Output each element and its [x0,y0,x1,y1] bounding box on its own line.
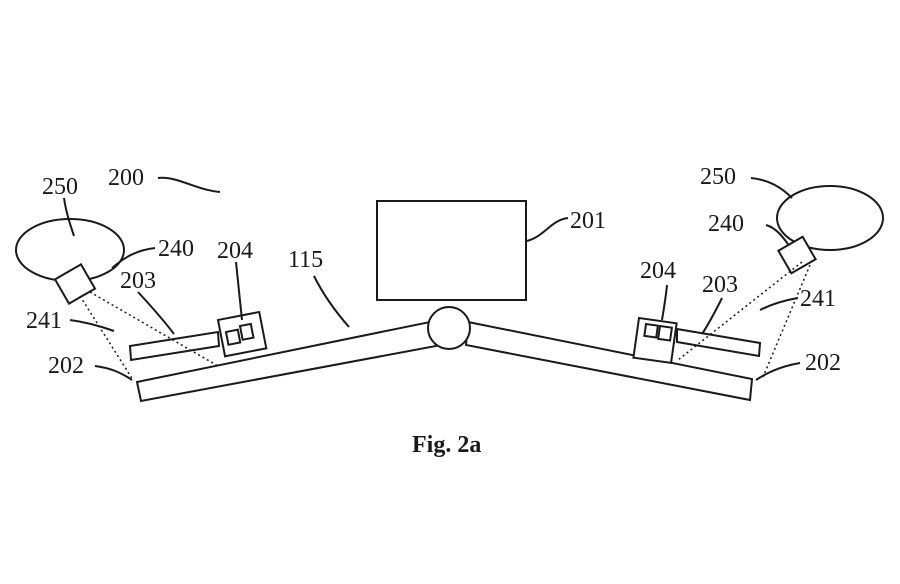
right-projection-line-1 [677,261,803,361]
left-projector [53,263,97,305]
left-projection-line-1 [79,295,134,381]
label-200: 200 [108,165,144,191]
leader-right-250 [750,177,793,199]
label-left-204: 204 [217,238,253,264]
label-right-204: 204 [640,258,676,284]
leader-115 [313,275,350,328]
left-strip [128,330,221,362]
leader-right-204 [661,284,668,321]
label-right-202: 202 [805,350,841,376]
leader-right-240 [765,224,789,245]
right-sensor-window-2 [657,324,674,342]
label-201: 201 [570,208,606,234]
leader-left-250 [63,197,75,237]
right-projector [777,235,817,275]
leader-right-202 [755,362,801,381]
label-right-241: 241 [800,286,836,312]
label-left-240: 240 [158,236,194,262]
leader-left-203 [137,291,175,335]
label-right-250: 250 [700,164,736,190]
leader-right-241 [759,297,799,311]
leader-right-203 [701,297,723,335]
label-left-202: 202 [48,353,84,379]
hinge-circle [427,306,471,350]
left-sensor-window-2 [238,322,255,341]
label-left-241: 241 [26,308,62,334]
right-strip [676,327,762,358]
leader-left-240 [111,247,156,269]
leader-left-204 [235,261,243,321]
leader-201 [526,217,569,242]
label-115: 115 [288,247,323,273]
display-box [376,200,527,301]
label-right-203: 203 [702,272,738,298]
label-right-240: 240 [708,211,744,237]
right-sensor-window-1 [643,322,660,339]
figure-caption: Fig. 2a [412,432,481,458]
left-sensor-window-1 [224,328,242,346]
label-left-203: 203 [120,268,156,294]
left-arm [135,320,438,403]
leader-left-202 [94,365,133,381]
leader-left-241 [69,319,115,332]
leader-200 [157,176,221,193]
label-left-250: 250 [42,174,78,200]
right-zone-ellipse [776,185,884,251]
right-projection-line-2 [762,264,811,378]
